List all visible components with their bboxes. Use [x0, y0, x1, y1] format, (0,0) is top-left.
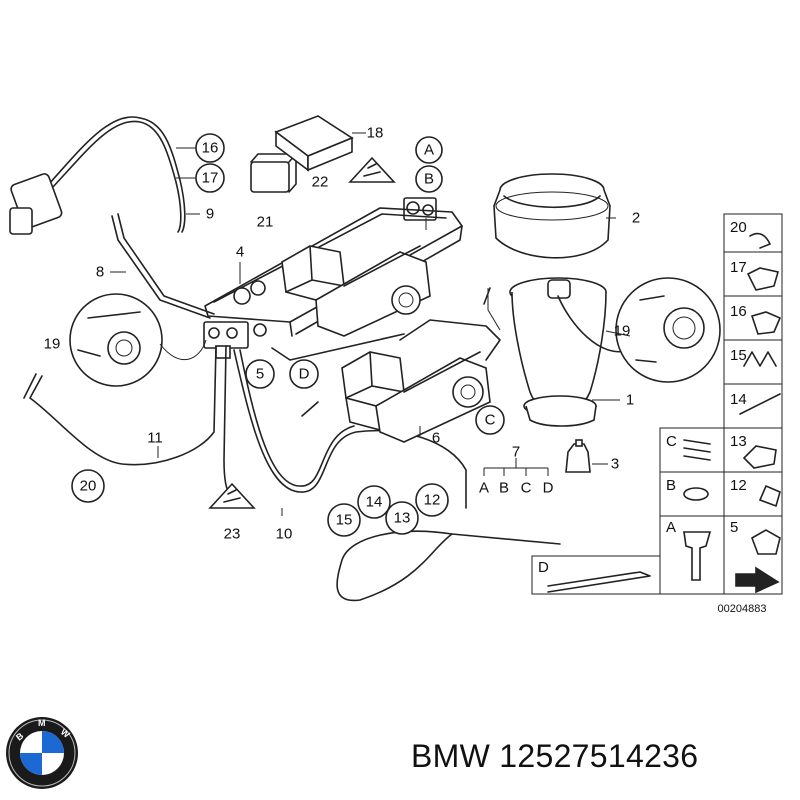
compressor-4: [233, 245, 431, 337]
svg-text:2: 2: [632, 210, 640, 227]
compressor-6: [271, 287, 501, 443]
valve-block-ab: [403, 197, 437, 221]
label-2: 2: [632, 210, 640, 227]
svg-text:10: 10: [276, 526, 293, 543]
group-7-letters: A B C D: [479, 480, 554, 497]
svg-text:23: 23: [224, 526, 241, 543]
svg-text:16: 16: [730, 303, 747, 320]
label-7: 7: [512, 444, 520, 461]
relay-21: [250, 153, 297, 193]
valve-3: [565, 439, 591, 473]
svg-text:17: 17: [202, 170, 219, 187]
label-3: 3: [611, 456, 619, 473]
svg-text:14: 14: [366, 494, 383, 511]
svg-text:C: C: [521, 480, 532, 497]
svg-text:D: D: [538, 559, 549, 576]
svg-text:19: 19: [44, 336, 61, 353]
svg-text:21: 21: [257, 214, 274, 231]
svg-text:B: B: [666, 477, 676, 494]
svg-text:20: 20: [730, 219, 747, 236]
detail-magnifier-right: [615, 277, 721, 383]
label-10: 10: [276, 526, 293, 543]
bmw-logo: B M W: [6, 717, 78, 789]
svg-text:4: 4: [236, 244, 244, 261]
svg-text:C: C: [666, 433, 677, 450]
svg-text:5: 5: [730, 519, 738, 536]
svg-text:17: 17: [730, 259, 747, 276]
label-9: 9: [206, 206, 214, 223]
control-module-18: [274, 115, 366, 172]
callouts: 16 17 9 18 22 21 A B 2 4 8 19 5 D 1 19 6…: [44, 125, 641, 543]
callout-d: D: [289, 359, 319, 389]
callout-14: 14: [357, 485, 391, 519]
callout-16: 16: [195, 133, 225, 163]
svg-text:3: 3: [611, 456, 619, 473]
svg-text:B: B: [14, 730, 26, 742]
warning-triangle-23: [208, 482, 256, 509]
label-23: 23: [224, 526, 241, 543]
svg-text:7: 7: [512, 444, 520, 461]
label-4: 4: [236, 244, 244, 261]
callout-15: 15: [327, 503, 361, 537]
svg-text:12: 12: [424, 492, 441, 509]
svg-text:A: A: [479, 480, 489, 497]
svg-text:14: 14: [730, 391, 747, 408]
callout-b-top: B: [415, 165, 443, 193]
air-spring-1: [509, 277, 631, 427]
diagram-code: 00204883: [718, 603, 767, 615]
air-lines: [23, 345, 561, 602]
svg-text:D: D: [299, 366, 310, 383]
svg-text:19: 19: [614, 323, 631, 340]
label-11: 11: [147, 430, 163, 447]
svg-text:D: D: [543, 480, 554, 497]
label-18: 18: [367, 125, 384, 142]
svg-text:13: 13: [730, 433, 747, 450]
sensor-cable: [9, 116, 186, 235]
air-spring-boot-2: [493, 173, 611, 259]
label-19-right: 19: [614, 323, 631, 340]
callout-c: C: [475, 405, 505, 435]
label-19-left: 19: [44, 336, 61, 353]
svg-text:8: 8: [96, 264, 104, 281]
callout-5: 5: [245, 359, 275, 389]
svg-text:C: C: [485, 412, 496, 429]
svg-text:18: 18: [367, 125, 384, 142]
svg-text:6: 6: [432, 430, 440, 447]
svg-text:A: A: [666, 519, 676, 536]
svg-text:15: 15: [730, 347, 747, 364]
callout-20: 20: [71, 469, 105, 503]
svg-text:22: 22: [312, 174, 329, 191]
connector-block: [203, 321, 267, 359]
side-panel-labels: 20 17 16 15 14 13 12 5 C B A D 00204883: [538, 219, 766, 615]
svg-text:12: 12: [730, 477, 747, 494]
svg-text:B: B: [424, 171, 434, 188]
svg-text:9: 9: [206, 206, 214, 223]
label-1: 1: [626, 392, 634, 409]
svg-text:11: 11: [147, 430, 163, 447]
svg-text:13: 13: [394, 510, 411, 527]
label-6: 6: [432, 430, 440, 447]
hose-8: [111, 213, 215, 319]
svg-text:A: A: [424, 142, 434, 159]
svg-text:20: 20: [80, 478, 97, 495]
label-22: 22: [312, 174, 329, 191]
callout-a-top: A: [415, 136, 443, 164]
svg-text:15: 15: [336, 512, 353, 529]
label-8: 8: [96, 264, 104, 281]
callout-12: 12: [415, 483, 449, 517]
svg-text:1: 1: [626, 392, 634, 409]
svg-text:B: B: [499, 480, 509, 497]
callout-17: 17: [195, 163, 225, 193]
label-21: 21: [257, 214, 274, 231]
leader-lines: [110, 147, 631, 516]
side-panel: [531, 213, 783, 595]
detail-magnifier-left: [69, 293, 207, 387]
svg-text:5: 5: [256, 366, 264, 383]
brand-part-number: BMW 12527514236: [411, 738, 699, 774]
svg-text:16: 16: [202, 140, 219, 157]
callout-13: 13: [385, 501, 419, 535]
warning-triangle-22: [348, 156, 396, 183]
svg-text:M: M: [38, 718, 46, 728]
